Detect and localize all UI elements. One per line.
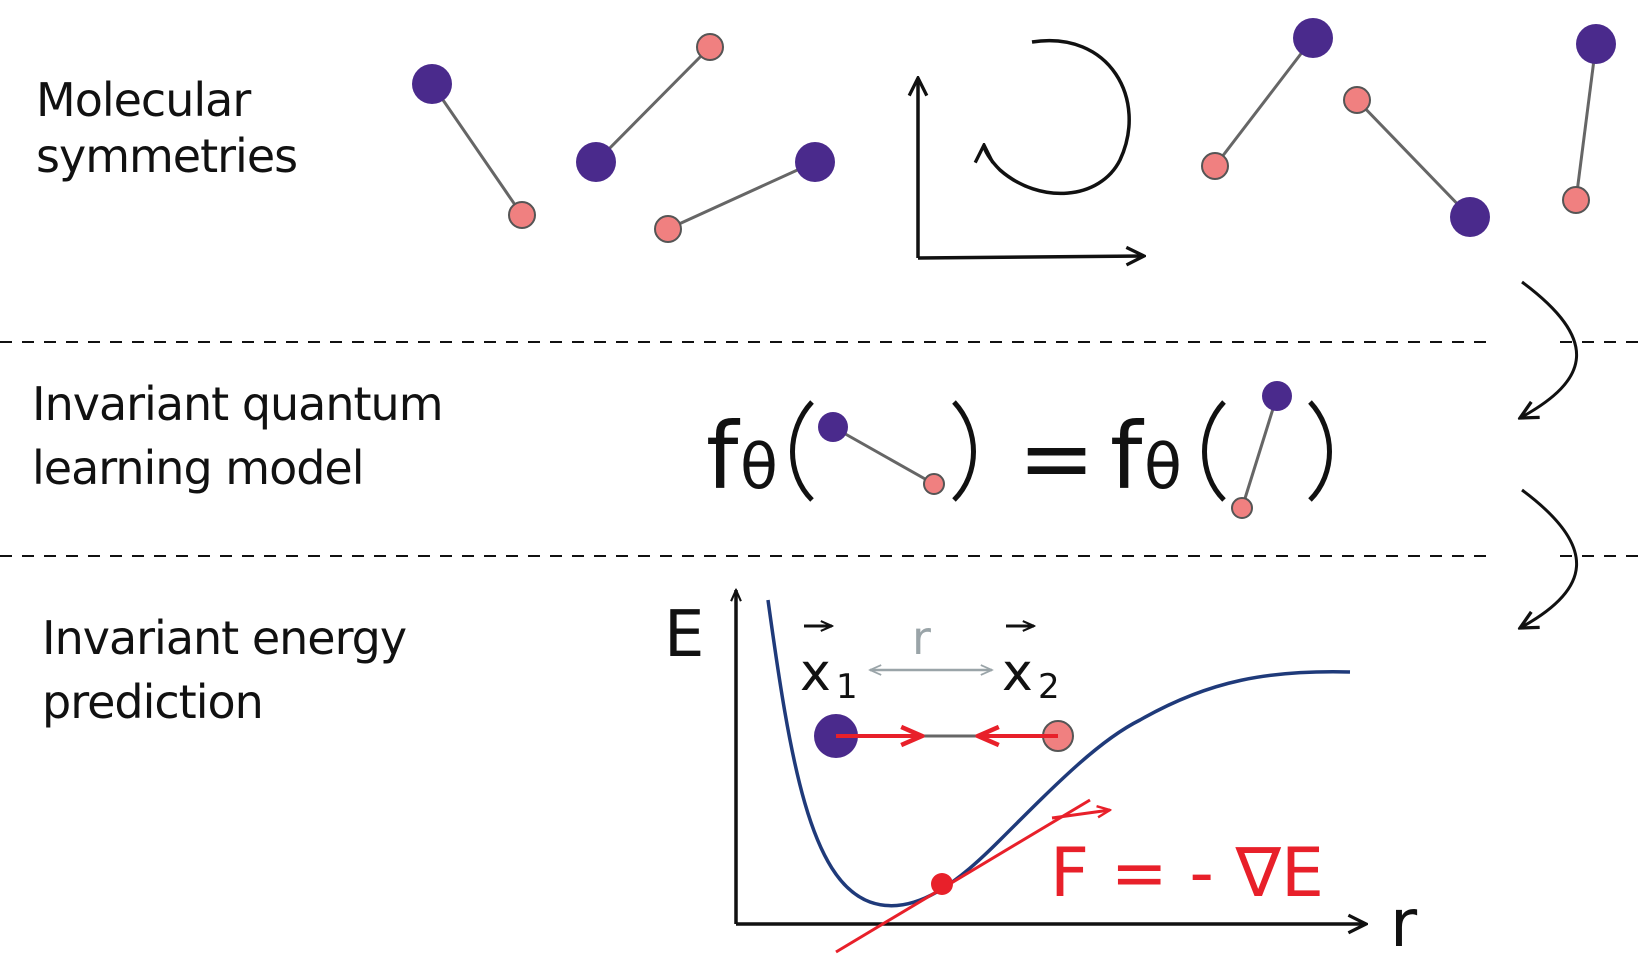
light-atom [923,473,945,495]
equilibrium-point [931,873,953,895]
x-axis-label: r [1390,885,1418,962]
section-label-line: prediction [42,675,263,729]
distance-label: r [912,611,931,665]
light-atom [1343,86,1371,114]
heavy-atom [795,142,835,182]
light-atom [696,33,724,61]
energy-plot: E r x 1 x 2 r F = - ∇E [664,590,1418,962]
heavy-atom [1262,381,1292,411]
flow-arrow [1520,280,1579,418]
force-vector-arrow [1051,810,1110,820]
light-atom [654,215,682,243]
light-atom [1562,186,1590,214]
light-atom [1201,152,1229,180]
equation-param-rhs: θ [1144,430,1182,503]
molecule-3 [654,142,835,243]
heavy-atom [1576,24,1616,64]
y-axis-label: E [664,598,704,672]
paren-open [1202,400,1226,502]
heavy-atom [1450,197,1490,237]
force-equation: F = - ∇E [1050,834,1324,913]
equation-param-lhs: θ [740,430,778,503]
molecule-2 [576,33,724,182]
invariance-equation: f θ = f θ [706,381,1332,519]
molecule-6 [1562,24,1616,214]
heavy-atom [576,142,616,182]
flow-arrow [1520,488,1579,628]
tangent-line [835,798,1091,954]
paren-open [790,400,814,502]
light-atom [1231,497,1253,519]
equation-fn-lhs: f [706,403,741,510]
section-label-energy: Invariant energy prediction [42,611,407,729]
molecule-4 [1201,18,1333,180]
equation-fn-rhs: f [1110,403,1145,510]
light-atom [508,201,536,229]
heavy-atom [412,64,452,104]
section-label-symmetries: Molecular symmetries [36,73,298,183]
section-label-line: Molecular [36,73,251,127]
molecule-5 [1343,86,1490,237]
x2-subscript: 2 [1038,667,1060,707]
section-label-line: Invariant energy [42,611,406,665]
paren-close [1308,400,1332,502]
x2-label: x [1002,643,1033,703]
molecule-1 [412,64,536,229]
section-label-model: Invariant quantum learning model [32,377,444,495]
diatomic-molecule [814,714,1074,758]
molecule-in-fn-rhs [1231,381,1292,519]
rotation-axes-icon [918,38,1144,258]
section-label-line: learning model [32,441,364,495]
x1-label: x [800,643,831,703]
paren-close [952,400,976,502]
section-label-line: Invariant quantum [32,377,443,431]
section-label-line: symmetries [36,129,297,183]
heavy-atom [818,412,848,442]
heavy-atom [1293,18,1333,58]
x1-subscript: 1 [836,667,858,707]
equation-equals: = [1018,405,1095,512]
molecule-in-fn-lhs [818,412,945,495]
energy-curve [766,599,1351,908]
